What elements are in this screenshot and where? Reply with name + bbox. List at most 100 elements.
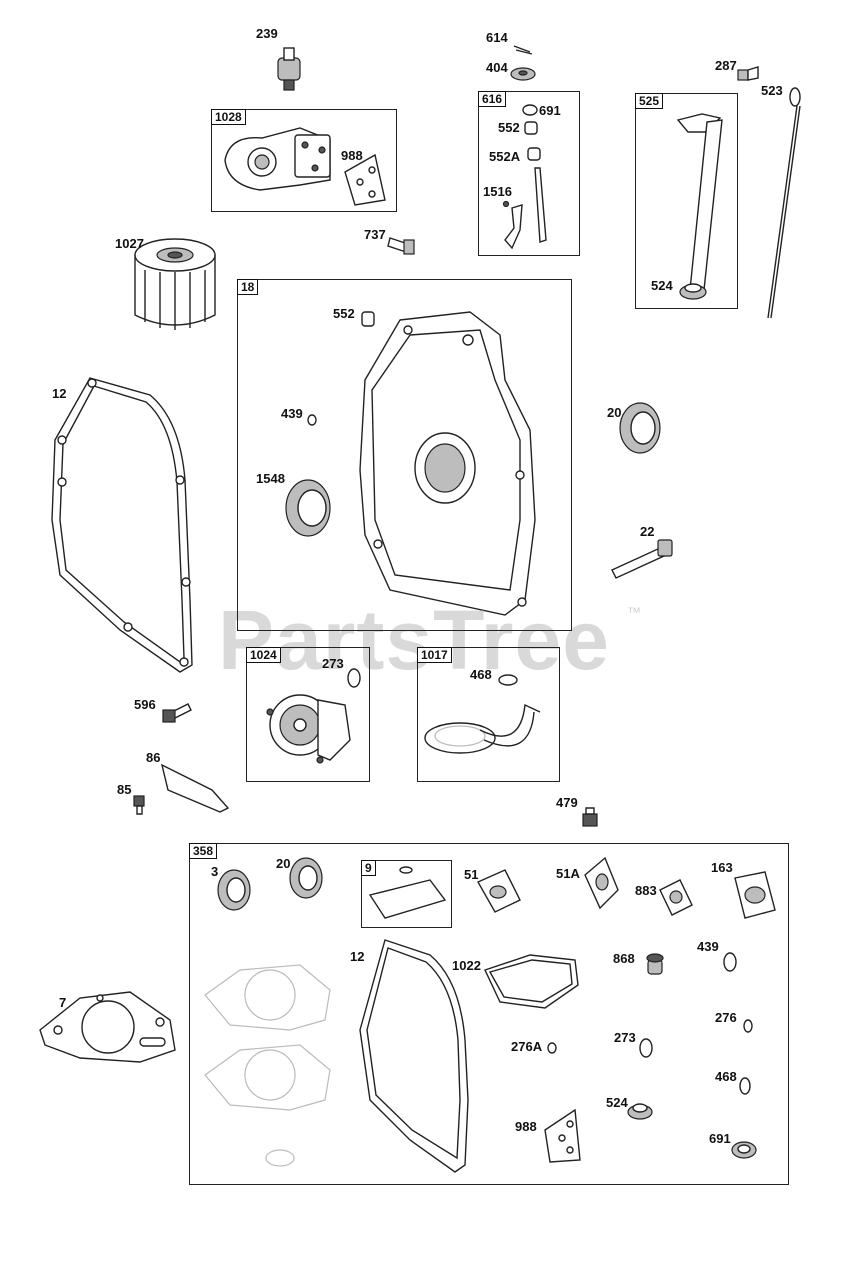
label-276[interactable]: 276 — [715, 1010, 737, 1025]
part-552-bushing[interactable] — [524, 121, 538, 135]
label-524-b[interactable]: 524 — [606, 1095, 628, 1110]
part-22-bolt[interactable] — [611, 539, 673, 579]
group-frame-616 — [478, 91, 580, 256]
label-7[interactable]: 7 — [59, 995, 67, 1010]
part-468-oring[interactable] — [498, 674, 518, 686]
part-20-seal[interactable] — [289, 857, 323, 899]
label-51[interactable]: 51 — [464, 867, 479, 882]
label-239[interactable]: 239 — [256, 26, 278, 41]
label-3[interactable]: 3 — [211, 864, 219, 879]
label-273-b[interactable]: 273 — [614, 1030, 636, 1045]
label-691[interactable]: 691 — [539, 103, 561, 118]
part-524-grommet[interactable] — [679, 283, 707, 300]
group-label-1028: 1028 — [211, 109, 246, 125]
part-1024-oil-pump[interactable] — [266, 694, 351, 764]
label-273[interactable]: 273 — [322, 656, 344, 671]
label-524[interactable]: 524 — [651, 278, 673, 293]
label-479[interactable]: 479 — [556, 795, 578, 810]
part-7-head-gasket[interactable] — [39, 991, 176, 1063]
part-1516-governor-arm[interactable] — [502, 200, 523, 250]
part-552A-bushing[interactable] — [527, 147, 541, 161]
part-1022-gasket[interactable] — [484, 954, 579, 1009]
part-524-grommet-b[interactable] — [627, 1103, 653, 1120]
part-1028-filter-adapter[interactable] — [224, 127, 331, 191]
part-596-bolt[interactable] — [162, 703, 192, 723]
label-85[interactable]: 85 — [117, 782, 132, 797]
part-1548-seal[interactable] — [285, 479, 331, 537]
label-287[interactable]: 287 — [715, 58, 737, 73]
part-691-seal-b[interactable] — [731, 1141, 757, 1159]
label-596[interactable]: 596 — [134, 697, 156, 712]
part-20-oil-seal[interactable] — [619, 402, 661, 454]
part-1017-oil-pickup[interactable] — [424, 703, 541, 754]
part-988-gasket-b[interactable] — [544, 1108, 581, 1163]
part-51A-gasket[interactable] — [584, 856, 619, 910]
label-868[interactable]: 868 — [613, 951, 635, 966]
part-276A-oring[interactable] — [547, 1042, 557, 1054]
label-86[interactable]: 86 — [146, 750, 161, 765]
part-governor-shaft[interactable] — [534, 167, 547, 243]
label-552A[interactable]: 552A — [489, 149, 521, 164]
group-label-616: 616 — [478, 91, 507, 107]
part-404-washer[interactable] — [510, 67, 536, 81]
label-22[interactable]: 22 — [640, 524, 655, 539]
label-1548[interactable]: 1548 — [256, 471, 285, 486]
part-479-bolt[interactable] — [582, 807, 598, 827]
label-614[interactable]: 614 — [486, 30, 508, 45]
part-883-gasket[interactable] — [659, 879, 693, 916]
group-label-1017: 1017 — [417, 647, 452, 663]
part-988-gasket[interactable] — [344, 153, 386, 206]
label-276A[interactable]: 276A — [511, 1039, 543, 1054]
label-51A[interactable]: 51A — [556, 866, 580, 881]
label-552[interactable]: 552 — [498, 120, 520, 135]
label-468-b[interactable]: 468 — [715, 1069, 737, 1084]
part-12-crankcase-gasket[interactable] — [51, 377, 193, 673]
label-1022[interactable]: 1022 — [452, 958, 481, 973]
label-12[interactable]: 12 — [52, 386, 67, 401]
label-404[interactable]: 404 — [486, 60, 508, 75]
label-552-b[interactable]: 552 — [333, 306, 355, 321]
part-525-dipstick-tube[interactable] — [676, 113, 723, 291]
part-523-dipstick[interactable] — [767, 87, 801, 319]
part-439-oring-b[interactable] — [723, 952, 737, 972]
group-frame-1028 — [211, 109, 397, 212]
part-9-gasket[interactable] — [368, 866, 447, 919]
label-1027[interactable]: 1027 — [115, 236, 144, 251]
part-273-oring-b[interactable] — [639, 1038, 653, 1058]
label-988[interactable]: 988 — [341, 148, 363, 163]
part-276-oring[interactable] — [743, 1019, 753, 1033]
part-12-gasket-b[interactable] — [359, 939, 469, 1173]
part-86-cover[interactable] — [160, 763, 230, 813]
part-287-bolt[interactable] — [737, 66, 759, 81]
part-85-bolt[interactable] — [133, 795, 145, 815]
label-883[interactable]: 883 — [635, 883, 657, 898]
part-273-oring[interactable] — [347, 668, 361, 688]
label-12-b[interactable]: 12 — [350, 949, 365, 964]
part-691-seal[interactable] — [522, 104, 538, 116]
part-468-oring-b[interactable] — [739, 1077, 751, 1095]
part-614-pin[interactable] — [513, 45, 533, 55]
label-468[interactable]: 468 — [470, 667, 492, 682]
part-18-crankcase-cover[interactable] — [359, 311, 536, 616]
label-439[interactable]: 439 — [281, 406, 303, 421]
label-523[interactable]: 523 — [761, 83, 783, 98]
part-51-gasket[interactable] — [477, 869, 521, 913]
part-1027-oil-filter[interactable] — [134, 238, 216, 330]
part-552-bushing-b[interactable] — [361, 311, 375, 327]
label-737[interactable]: 737 — [364, 227, 386, 242]
label-163[interactable]: 163 — [711, 860, 733, 875]
part-868-seal[interactable] — [646, 953, 664, 975]
part-163-gasket[interactable] — [734, 871, 776, 919]
part-737-bolt[interactable] — [387, 237, 415, 255]
group-label-1024: 1024 — [246, 647, 281, 663]
label-439-b[interactable]: 439 — [697, 939, 719, 954]
label-988-b[interactable]: 988 — [515, 1119, 537, 1134]
part-439-oring[interactable] — [307, 414, 317, 426]
label-20[interactable]: 20 — [607, 405, 622, 420]
label-20-b[interactable]: 20 — [276, 856, 291, 871]
part-3-seal[interactable] — [217, 869, 251, 911]
label-1516[interactable]: 1516 — [483, 184, 512, 199]
part-239-oil-pressure-switch[interactable] — [277, 47, 301, 91]
label-691-b[interactable]: 691 — [709, 1131, 731, 1146]
